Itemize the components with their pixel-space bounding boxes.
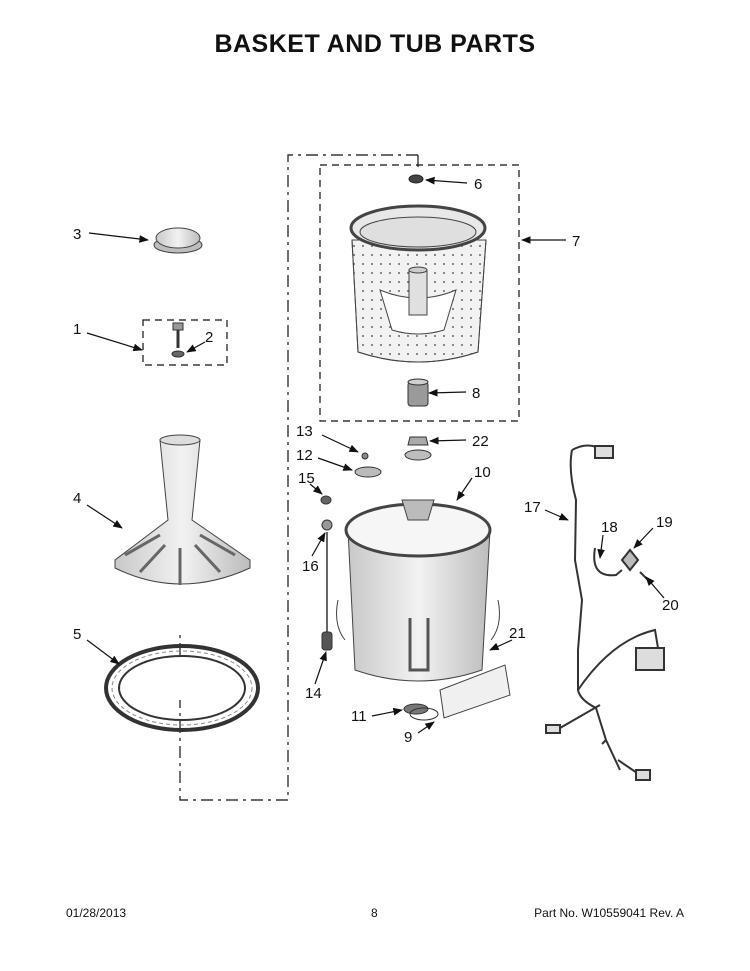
callout-18: 18: [601, 519, 618, 536]
part-retainer-drawing: [408, 174, 424, 184]
callout-8: 8: [472, 385, 480, 402]
callout-15: 15: [298, 470, 315, 487]
callout-22: 22: [472, 433, 489, 450]
footer-page-number: 8: [371, 906, 378, 920]
part-basket-drawing: [349, 204, 487, 363]
footer-date: 01/28/2013: [66, 906, 127, 920]
part-cap-drawing: [153, 227, 203, 254]
footer-part-number: Part No. W10559041 Rev. A: [534, 906, 684, 920]
callout-19: 19: [656, 514, 673, 531]
callout-14: 14: [305, 685, 322, 702]
callout-20: 20: [662, 597, 679, 614]
page-title: BASKET AND TUB PARTS: [214, 30, 536, 58]
part-bolt-drawing: [171, 322, 185, 358]
part-seal-drawing: [404, 436, 432, 461]
bolt-group-box: [142, 319, 228, 366]
part-shield-drawing: [439, 664, 511, 719]
leader-arrows: [86, 176, 665, 734]
callout-5: 5: [73, 626, 81, 643]
callout-12: 12: [296, 447, 313, 464]
callout-4: 4: [73, 490, 81, 507]
callout-1: 1: [73, 321, 81, 338]
part-suspension-drawing: [320, 495, 333, 651]
callout-17: 17: [524, 499, 541, 516]
part-ring-drawing: [104, 644, 260, 732]
callout-11: 11: [351, 708, 367, 725]
part-agitator-drawing: [114, 434, 251, 585]
callout-7: 7: [572, 233, 580, 250]
callout-9: 9: [404, 729, 412, 746]
callout-16: 16: [302, 558, 319, 575]
callout-10: 10: [474, 464, 491, 481]
callout-13: 13: [296, 423, 313, 440]
part-harness-drawing: [545, 444, 665, 781]
callout-2: 2: [205, 329, 213, 346]
callout-21: 21: [509, 625, 526, 642]
callout-3: 3: [73, 226, 81, 243]
callout-6: 6: [474, 176, 482, 193]
basket-group-box: [319, 164, 520, 422]
part-hub-drawing: [407, 378, 429, 407]
part-drain-drawing: [403, 703, 439, 721]
part-tub-drawing: [336, 499, 500, 682]
part-clip-drawing: [354, 452, 382, 478]
